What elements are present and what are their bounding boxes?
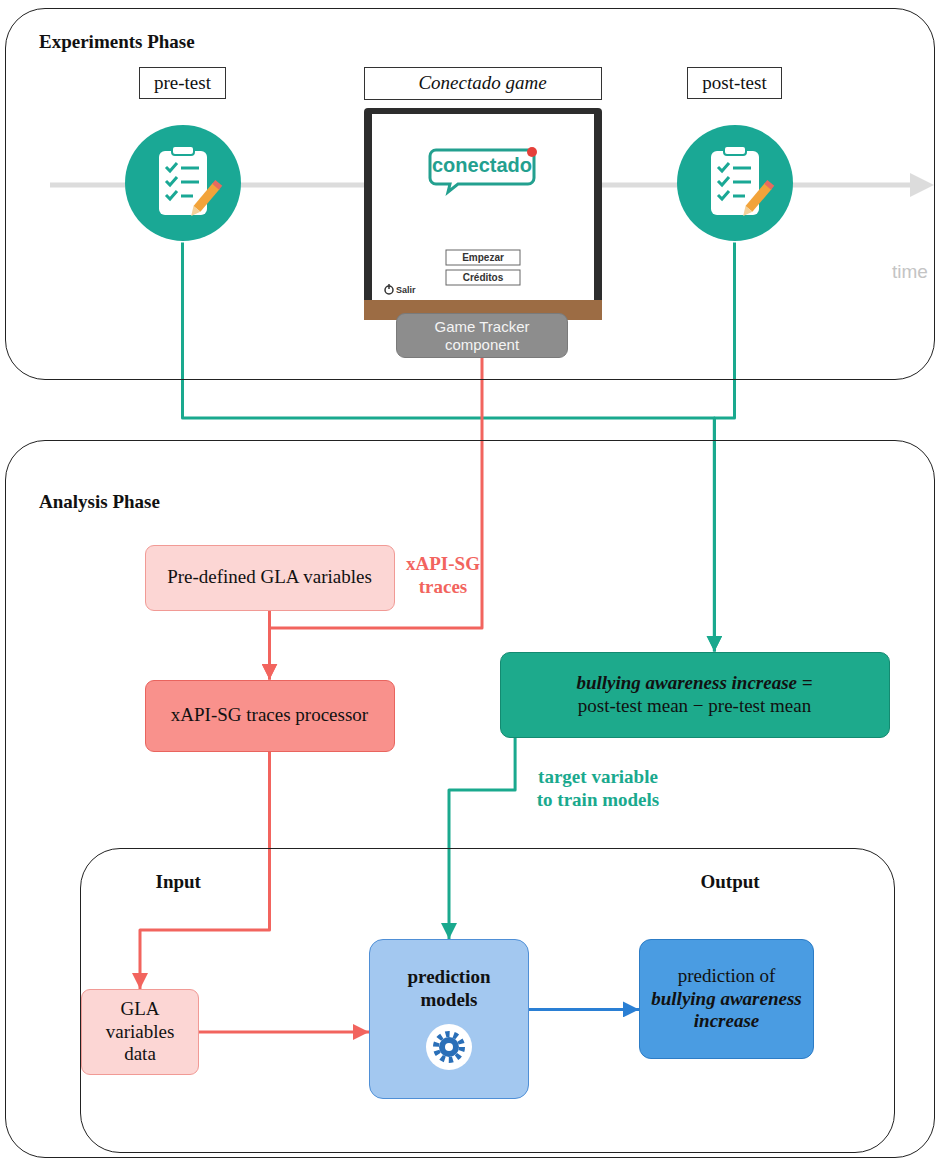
axis-label: time	[886, 258, 934, 286]
panel-heading: Experiments Phase	[39, 31, 195, 53]
process-box: Game Tracker component	[396, 313, 568, 358]
flow-arrow	[268, 611, 271, 680]
flow-arrow	[140, 752, 270, 990]
box-text: post-test mean − pre-test mean	[578, 695, 811, 718]
edge-label: xAPI-SG traces	[402, 553, 484, 599]
process-box: xAPI-SG traces processor	[145, 680, 395, 752]
test-label: post-test	[687, 67, 781, 99]
screen-text: Créditos	[446, 270, 520, 285]
flow-arrow	[529, 1008, 639, 1011]
box-text: Game Tracker component	[405, 318, 559, 354]
timeline-head	[910, 173, 934, 197]
test-node: post-test	[675, 67, 795, 243]
box-text: bullying awareness increase =	[576, 672, 812, 695]
test-label: pre-test	[139, 67, 226, 99]
phase-panel: Analysis PhasePre-defined GLA variables x…	[5, 440, 935, 1158]
panel-heading: Output	[701, 871, 760, 893]
flow-arrow	[449, 738, 515, 940]
game-label: Conectado game	[364, 67, 602, 100]
box-text: prediction models	[380, 966, 518, 1012]
test-label-wrap: pre-test	[123, 67, 243, 99]
test-node: pre-test	[123, 67, 243, 243]
flow-arrow	[714, 243, 734, 652]
game-node: Conectado gameGame Tracker component	[364, 67, 602, 360]
flow-arrow	[270, 358, 483, 680]
box-text: bullying awareness increase	[650, 988, 803, 1034]
box-text: GLA variables data	[92, 998, 188, 1066]
screen-text: Salir	[396, 283, 436, 298]
process-box: Pre-defined GLA variables	[145, 545, 395, 611]
phase-panel: Input OutputGLA variables data prediction …	[80, 848, 895, 1153]
panel-heading: Input	[156, 871, 201, 893]
test-icon	[123, 123, 243, 243]
panel-heading: Analysis Phase	[39, 491, 160, 513]
process-box: GLA variables data	[81, 989, 199, 1075]
edge-label: target variable to train models	[528, 766, 668, 812]
gear-icon	[424, 1022, 474, 1072]
box-text: prediction of	[678, 965, 776, 988]
box-text: Pre-defined GLA variables	[167, 566, 372, 589]
box-text: xAPI-SG traces processor	[171, 704, 368, 727]
test-label-wrap: post-test	[675, 67, 795, 99]
process-box: prediction models	[369, 939, 529, 1099]
flow-arrow	[199, 1031, 369, 1034]
process-box: bullying awareness increase =post-test m…	[500, 652, 890, 738]
screen-text: conectado	[430, 151, 534, 179]
process-box: prediction ofbullying awareness increase	[639, 939, 814, 1059]
phase-panel: Experiments Phase pre-test Conectado gameG…	[5, 8, 935, 380]
test-icon	[675, 123, 795, 243]
screen-text: Empezar	[446, 250, 520, 265]
